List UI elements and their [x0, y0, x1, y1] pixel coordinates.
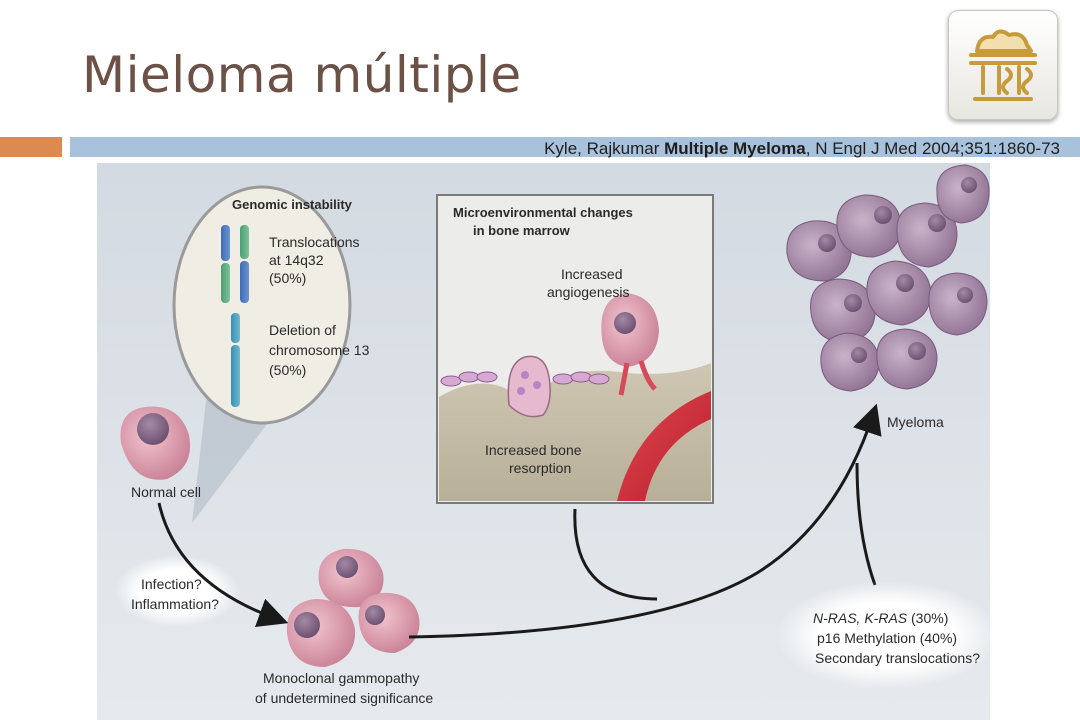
myeloma-label: Myeloma	[887, 414, 944, 430]
mgus-line-2: of undetermined significance	[255, 690, 433, 706]
accent-bar-blue	[70, 137, 1080, 157]
accent-bar-orange	[0, 137, 62, 157]
progression-arrows	[157, 403, 882, 639]
translocation-line-2: at 14q32	[269, 252, 324, 268]
mutations-glow	[775, 581, 990, 689]
citation: Kyle, Rajkumar Multiple Myeloma, N Engl …	[544, 139, 1060, 159]
citation-source: , N Engl J Med 2004;351:1860-73	[805, 139, 1060, 158]
resorption-line-2: resorption	[509, 460, 571, 476]
mutations-secondary: Secondary translocations?	[815, 650, 980, 666]
mutations-ras-genes: N-RAS, K-RAS	[813, 610, 908, 626]
deletion-line-3: (50%)	[269, 362, 306, 378]
mutations-p16: p16 Methylation (40%)	[817, 630, 957, 646]
deletion-line-2: chromosome 13	[269, 342, 370, 358]
mgus-line-1: Monoclonal gammopathy	[263, 670, 419, 686]
translocation-line-1: Translocations	[269, 234, 360, 250]
pharmacy-building-icon	[969, 29, 1037, 101]
genomic-instability-panel: Genomic instability Translocations at 14…	[172, 185, 370, 425]
genomic-title: Genomic instability	[232, 197, 353, 212]
translocation-line-3: (50%)	[269, 270, 306, 286]
myeloma-cells	[786, 164, 990, 392]
mutations-ras-pct: (30%)	[907, 610, 948, 626]
mgus-cells	[286, 548, 420, 667]
chromosome-translocation-icon	[221, 225, 249, 303]
micro-title-line-2: in bone marrow	[473, 223, 571, 238]
infection-line-1: Infection?	[141, 576, 202, 592]
mutations-ras: N-RAS, K-RAS (30%)	[813, 610, 948, 626]
myeloma-pathogenesis-figure: Genomic instability Translocations at 14…	[97, 163, 990, 720]
pharmacy-logo	[948, 10, 1058, 120]
microenvironment-panel: Microenvironmental changes in bone marro…	[436, 194, 714, 504]
deletion-line-1: Deletion of	[269, 322, 336, 338]
normal-cell-label: Normal cell	[131, 484, 201, 500]
angio-line-1: Increased	[561, 266, 622, 282]
micro-title-line-1: Microenvironmental changes	[453, 205, 633, 220]
chromosome-deletion-icon	[231, 313, 240, 407]
angio-line-2: angiogenesis	[547, 284, 630, 300]
resorption-line-1: Increased bone	[485, 442, 582, 458]
infection-line-2: Inflammation?	[131, 596, 219, 612]
citation-article: Multiple Myeloma	[664, 139, 806, 158]
slide-title: Mieloma múltiple	[82, 46, 522, 104]
infection-glow	[115, 555, 239, 627]
citation-authors: Kyle, Rajkumar	[544, 139, 665, 158]
normal-cell	[120, 406, 191, 480]
